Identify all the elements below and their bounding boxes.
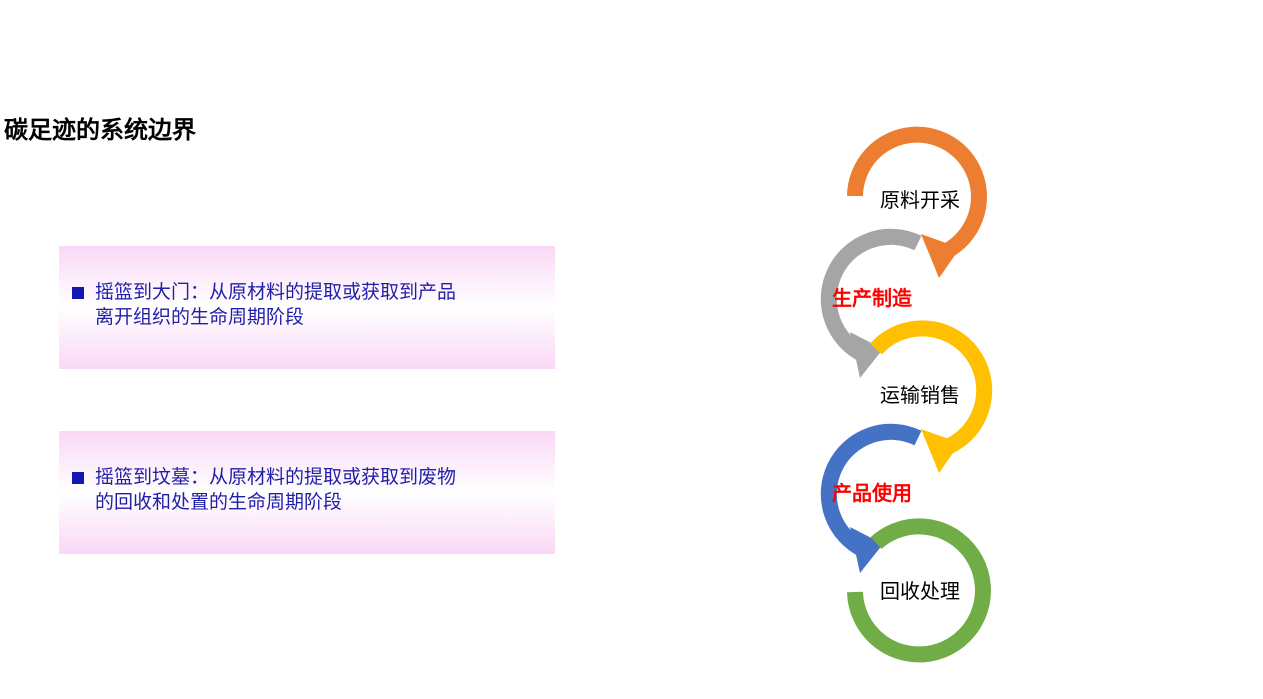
lifecycle-stage-arrow	[820, 423, 922, 573]
square-bullet-icon	[72, 472, 84, 484]
lifecycle-diagram: 原料开采 生产制造 运输销售 产品使用 回收处理	[820, 126, 993, 663]
stage-label: 产品使用	[832, 481, 912, 505]
boundary-line: 的回收和处置的生命周期阶段	[95, 491, 343, 513]
boundary-box-cradle-to-grave: 摇篮到坟墓：从原材料的提取或获取到废物 的回收和处置的生命周期阶段	[59, 431, 555, 554]
lifecycle-stage-arrow	[870, 320, 993, 473]
lifecycle-stage-arrow	[847, 518, 991, 663]
lifecycle-stage-arrow	[820, 228, 922, 378]
boundary-text: 摇篮到大门：从原材料的提取或获取到产品 离开组织的生命周期阶段	[72, 280, 535, 330]
stage-label: 回收处理	[880, 579, 960, 603]
boundary-box-cradle-to-gate: 摇篮到大门：从原材料的提取或获取到产品 离开组织的生命周期阶段	[59, 246, 555, 369]
boundary-line: 摇篮到坟墓：从原材料的提取或获取到废物	[95, 466, 457, 488]
boundary-text: 摇篮到坟墓：从原材料的提取或获取到废物 的回收和处置的生命周期阶段	[72, 465, 535, 515]
stage-label: 生产制造	[832, 286, 913, 310]
stage-label: 运输销售	[880, 383, 960, 407]
boundary-line: 离开组织的生命周期阶段	[95, 306, 305, 328]
slide-title: 碳足迹的系统边界	[4, 116, 196, 144]
stage-label: 原料开采	[880, 188, 960, 212]
boundary-line: 摇篮到大门：从原材料的提取或获取到产品	[95, 281, 457, 303]
lifecycle-stage-arrow	[847, 126, 987, 278]
square-bullet-icon	[72, 287, 84, 299]
